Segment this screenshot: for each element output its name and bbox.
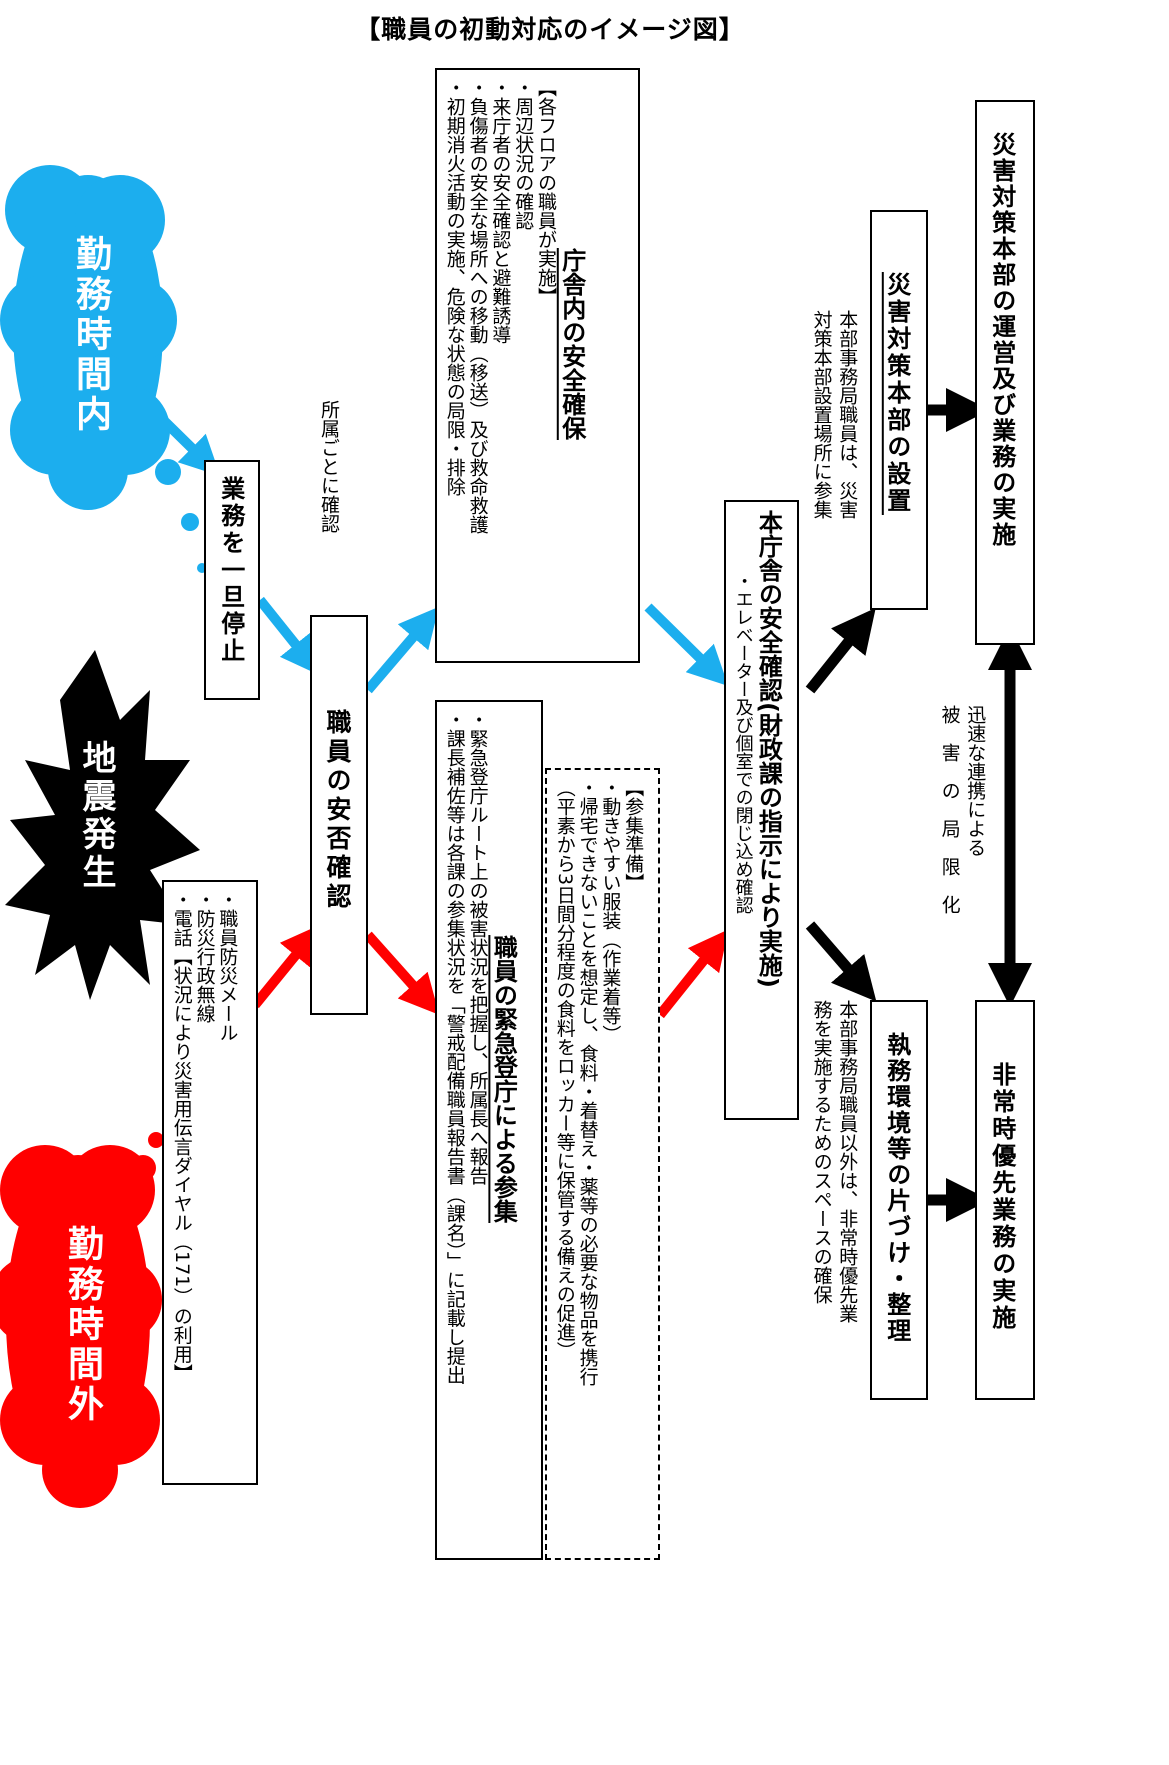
- contact-lines: ・職員防災メール・防災行政無線・電話【状況により災害用伝言ダイヤル（171）の利…: [170, 890, 239, 1383]
- office-safety-line-5: ・初期消火活動の実施、危険な状態の局限・排除: [443, 78, 466, 496]
- earthquake-burst-shape: [5, 650, 200, 1000]
- priority-ops-box: 非常時優先業務の実施: [975, 1000, 1035, 1400]
- emergency-attend-box: 職員の緊急登庁による参集・緊急登庁ルート上の被害状況を把握し、所属長へ報告・課長…: [435, 700, 543, 1560]
- contact-box: ・職員防災メール・防災行政無線・電話【状況により災害用伝言ダイヤル（171）の利…: [162, 880, 258, 1485]
- out-hours-cloud-shape: [0, 1120, 171, 1508]
- hq-note-line-1: 本部事務局職員は、災害: [836, 310, 859, 519]
- main-building-title: 本庁舎の安全確認(財政課の指示により実施): [754, 510, 783, 988]
- arrow-main-to-cleanup: [805, 921, 877, 1002]
- office-safety-line-2: ・周辺状況の確認: [512, 78, 535, 230]
- arrow-stop-to-safety: [256, 596, 321, 676]
- hq-note-line-2: 対策本部設置場所に参集: [810, 310, 833, 519]
- office-safety-box: 庁舎内の安全確保【各フロアの職員が実施】・周辺状況の確認・来庁者の安全確認と避難…: [435, 68, 640, 663]
- prep-line-3: ・帰宅できないことを想定し、食料・着替え・薬等の必要な物品を携行: [576, 778, 599, 1386]
- cleanup-text: 執務環境等の片づけ・整理: [882, 1032, 911, 1344]
- arrow-contact-to-safety: [251, 924, 321, 1009]
- priority-ops-text: 非常時優先業務の実施: [987, 1062, 1016, 1332]
- prep-content: 【参集準備】・動きやすい服装（作業着等）・帰宅できないことを想定し、食料・着替え…: [553, 778, 644, 1386]
- hq-ops-box: 災害対策本部の運営及び業務の実施: [975, 100, 1035, 645]
- check-by-dept-label: 所属ごとに確認: [318, 400, 340, 533]
- emergency-attend-title: 職員の緊急登庁による参集: [489, 935, 518, 1223]
- stop-work-text: 業務を一旦停止: [216, 476, 245, 665]
- safety-check-text: 職員の安否確認: [323, 709, 352, 912]
- prep-box: 【参集準備】・動きやすい服装（作業着等）・帰宅できないことを想定し、食料・着替え…: [545, 768, 660, 1560]
- office-safety-title: 庁舎内の安全確保: [557, 248, 586, 440]
- arrow-safety-to-office: [364, 606, 439, 694]
- cleanup-note: 本部事務局職員以外は、非常時優先業務を実施するためのスペースの確保: [808, 1000, 859, 1323]
- main-building-box: 本庁舎の安全確認(財政課の指示により実施)・エレベーター及び個室での閉じ込め確認: [724, 500, 799, 1120]
- cleanup-box: 執務環境等の片づけ・整理: [870, 1000, 928, 1400]
- rapid-link-note: 迅速な連携による被 害 の 局 限 化: [936, 705, 987, 914]
- earthquake-label: 地震発生: [76, 740, 116, 892]
- arrow-office-to-main: [644, 603, 729, 687]
- rapid-link-line-1: 迅速な連携による: [964, 705, 987, 857]
- hq-setup-text: 災害対策本部の設置: [882, 272, 911, 515]
- stop-work-box: 業務を一旦停止: [204, 460, 260, 700]
- contact-line-phone: ・電話【状況により災害用伝言ダイヤル（171）の利用】: [170, 890, 193, 1383]
- out-hours-label: 勤務時間外: [62, 1225, 103, 1425]
- main-building-content: 本庁舎の安全確認(財政課の指示により実施)・エレベーター及び個室での閉じ込め確認: [732, 510, 783, 988]
- cleanup-note-line-2: 務を実施するためのスペースの確保: [810, 1000, 833, 1304]
- damage-limit-line: 被 害 の 局 限 化: [938, 705, 961, 914]
- main-building-sub: ・エレベーター及び個室での閉じ込め確認: [732, 572, 754, 914]
- prep-line-2: ・動きやすい服装（作業着等）: [599, 778, 622, 1044]
- hq-ops-text: 災害対策本部の運営及び業務の実施: [987, 132, 1016, 548]
- contact-line-mail: ・職員防災メール: [216, 890, 239, 1042]
- arrow-in-hours-to-stop: [146, 403, 221, 477]
- page-title: 【職員の初動対応のイメージ図】: [355, 15, 745, 44]
- emergency-attend-line-2: ・課長補佐等は各課の参集状況を「警戒配備職員報告書（課名）」に記載し提出: [443, 710, 466, 1385]
- emergency-attend-content: 職員の緊急登庁による参集・緊急登庁ルート上の被害状況を把握し、所属長へ報告・課長…: [443, 710, 518, 1385]
- arrow-main-to-hq: [805, 607, 876, 694]
- safety-check-box: 職員の安否確認: [310, 615, 368, 1015]
- contact-line-radio: ・防災行政無線: [193, 890, 216, 1023]
- office-safety-content: 庁舎内の安全確保【各フロアの職員が実施】・周辺状況の確認・来庁者の安全確認と避難…: [443, 78, 586, 534]
- emergency-attend-line-1: ・緊急登庁ルート上の被害状況を把握し、所属長へ報告: [466, 710, 489, 1185]
- arrow-prep-to-main: [656, 929, 729, 1019]
- cleanup-note-line-1: 本部事務局職員以外は、非常時優先業: [836, 1000, 859, 1323]
- prep-line-4: （平素から3日間分程度の食料をロッカー等に保管する備えの促進）: [553, 778, 576, 1361]
- arrow-safety-to-attend: [364, 931, 440, 1015]
- hq-note: 本部事務局職員は、災害対策本部設置場所に参集: [808, 310, 859, 519]
- office-safety-line-1: 【各フロアの職員が実施】: [534, 78, 557, 306]
- office-safety-line-3: ・来庁者の安全確認と避難誘導: [489, 78, 512, 344]
- in-hours-label: 勤務時間内: [70, 235, 111, 435]
- prep-line-1: 【参集準備】: [622, 778, 645, 892]
- office-safety-line-4: ・負傷者の安全な場所への移動（移送）及び救命救護: [466, 78, 489, 534]
- in-hours-cloud-shape: [0, 165, 207, 573]
- hq-setup-box: 災害対策本部の設置: [870, 210, 928, 610]
